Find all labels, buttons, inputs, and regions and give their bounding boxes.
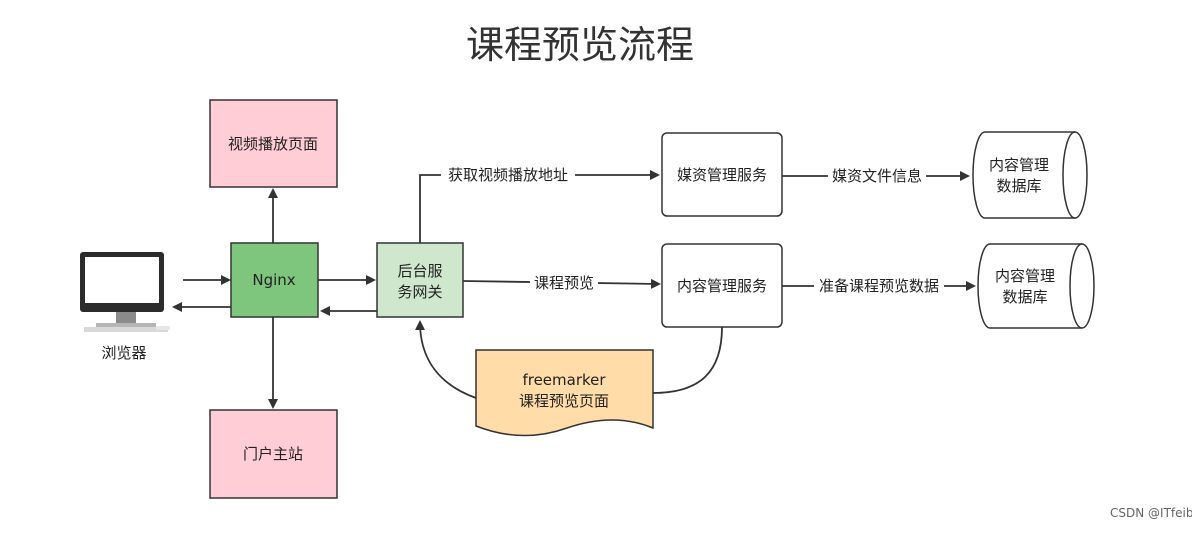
edge-label-bg: [828, 166, 926, 186]
edge-label-course-preview: 课程预览: [534, 274, 594, 292]
content-db-1-node: [972, 131, 1088, 219]
gateway-node: [376, 242, 464, 318]
template-label-line1: freemarker: [522, 371, 606, 389]
monitor-icon: [80, 252, 170, 332]
edge-label-bg: [441, 165, 575, 185]
edge-label-get-video-url: 获取视频播放地址: [448, 166, 568, 184]
edge-label-prepare-preview-data: 准备课程预览数据: [819, 277, 939, 295]
watermark-text: CSDN @ITfeib: [1110, 506, 1192, 520]
video-page-label: 视频播放页面: [228, 135, 318, 153]
video-page-node: [209, 99, 338, 188]
content-db-2-node: [977, 243, 1095, 329]
portal-label: 门户主站: [243, 445, 303, 463]
edge-label-media-file-info: 媒资文件信息: [832, 167, 922, 185]
media-service-label: 媒资管理服务: [677, 166, 767, 184]
media-service-node: [661, 132, 783, 217]
browser-label: 浏览器: [101, 344, 146, 362]
gateway-to-media-service-arrow: [419, 170, 660, 243]
gateway-label-line1: 后台服: [397, 262, 442, 280]
portal-node: [209, 409, 338, 499]
edge-label-bg: [530, 273, 598, 293]
content-db-2-label-line1: 内容管理: [995, 267, 1055, 285]
diagram-title: 课程预览流程: [466, 23, 694, 67]
gateway-label-line2: 务网关: [397, 283, 442, 301]
content-service-label: 内容管理服务: [677, 277, 767, 295]
template-label-line2: 课程预览页面: [519, 392, 609, 410]
content-db-1-label-line1: 内容管理: [989, 156, 1049, 174]
template-to-gateway-arrow: [415, 320, 477, 399]
edge-label-bg: [814, 276, 944, 296]
content-service-to-template-curve: [652, 326, 723, 394]
content-db-1-label-line2: 数据库: [996, 177, 1041, 195]
nginx-label: Nginx: [252, 271, 295, 289]
freemarker-template-node: [475, 349, 654, 437]
content-db-2-label-line2: 数据库: [1002, 288, 1047, 306]
